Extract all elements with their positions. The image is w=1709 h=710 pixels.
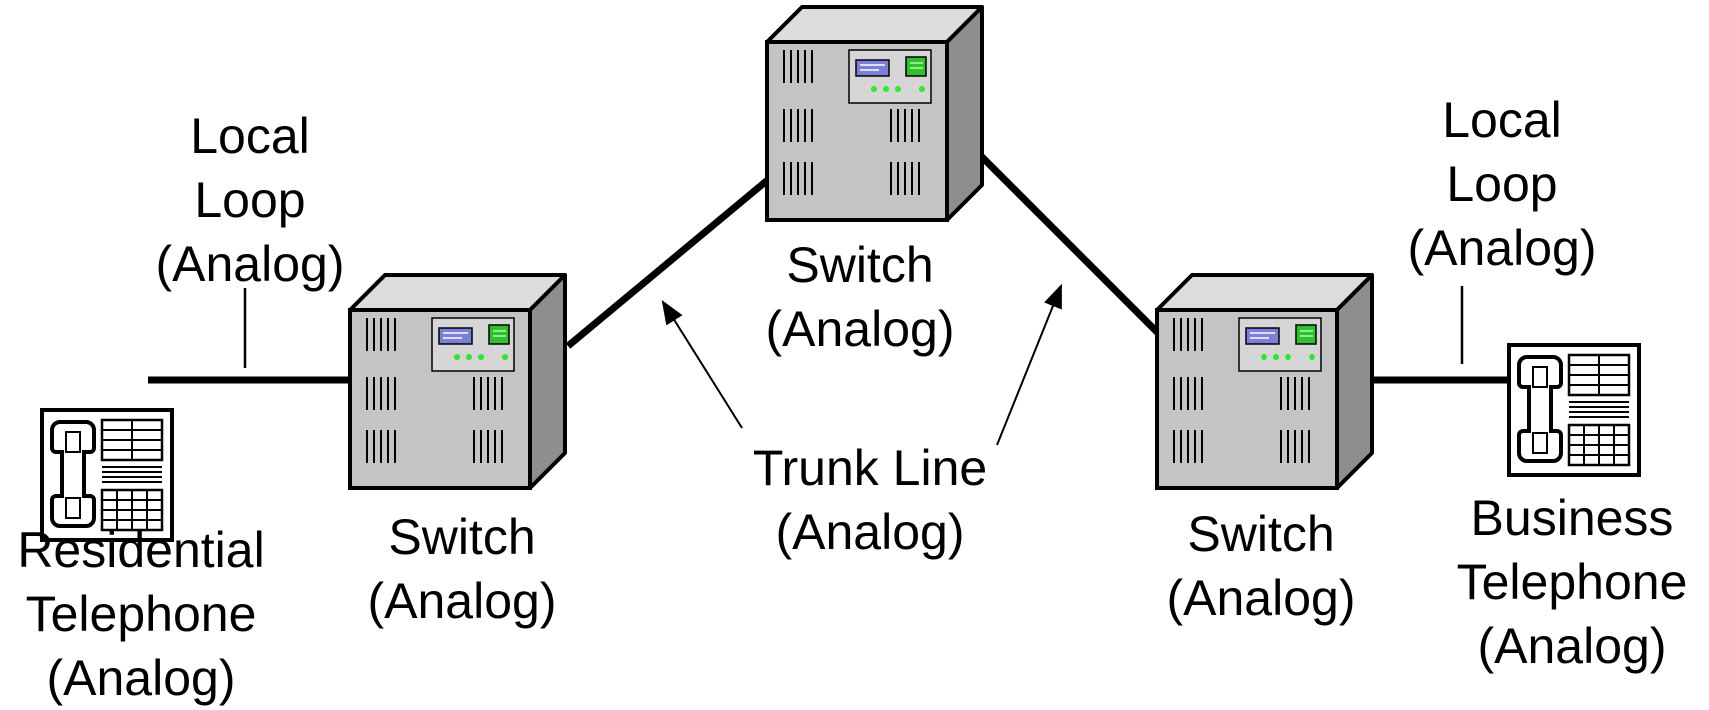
trunk-line-left: [565, 175, 773, 349]
switch-center-label: Switch (Analog): [765, 237, 955, 357]
trunk-arrow-right: [996, 283, 1062, 446]
telephone-icon: [1507, 343, 1641, 477]
trunk-arrow-left: [661, 299, 743, 429]
switch-right-label: Switch (Analog): [1166, 506, 1356, 626]
switch-icon: [348, 273, 567, 490]
local-loop-left-label: Local Loop (Analog): [155, 108, 345, 292]
local-loop-right-label: Local Loop (Analog): [1407, 92, 1597, 276]
business-phone-label: Business Telephone (Analog): [1456, 490, 1688, 674]
switch-left-label: Switch (Analog): [367, 509, 557, 629]
switch-icon: [765, 5, 984, 222]
trunk-line-label: Trunk Line (Analog): [752, 440, 988, 560]
residential-phone-label: Residential Telephone (Analog): [17, 522, 265, 706]
trunk-line-right: [977, 152, 1163, 338]
switch-icon: [1155, 273, 1374, 490]
